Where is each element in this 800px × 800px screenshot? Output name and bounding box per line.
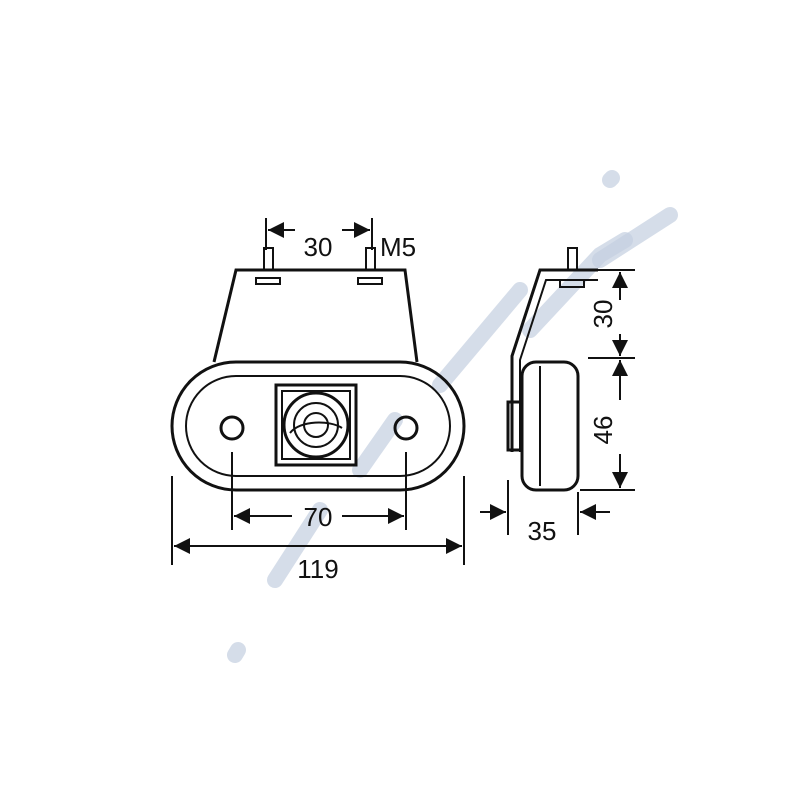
lamp-housing: [170, 360, 466, 492]
stud-right: [365, 247, 376, 271]
dim-bracket-height: 30: [588, 300, 618, 329]
connector-ring: [282, 391, 350, 459]
dim-overall-width: 119: [297, 554, 338, 584]
mounting-hole-right: [393, 415, 419, 441]
connector-core: [303, 412, 329, 438]
bracket-outline: [212, 268, 419, 363]
dim-lamp-height: 46: [588, 416, 618, 445]
mounting-hole-left: [219, 415, 245, 441]
front-view: 30 M5 70 119: [170, 218, 466, 584]
watermark: [227, 170, 678, 663]
side-stud: [567, 247, 578, 271]
side-stud-base: [559, 279, 585, 288]
side-lamp-body: [520, 360, 580, 492]
dim-thread: M5: [380, 232, 416, 262]
dim-stud-spacing: 30: [304, 232, 333, 262]
side-connector: [506, 400, 524, 452]
side-view: 30 46 35: [480, 247, 635, 546]
dim-hole-spacing: 70: [304, 502, 333, 532]
connector-inner: [281, 390, 351, 460]
stud-base-right: [357, 277, 383, 285]
connector-slot: [289, 421, 343, 434]
stud-left: [263, 247, 274, 271]
dim-depth: 35: [528, 516, 557, 546]
stud-base-left: [255, 277, 281, 285]
connector-box: [274, 383, 358, 467]
lamp-lens: [185, 375, 451, 477]
